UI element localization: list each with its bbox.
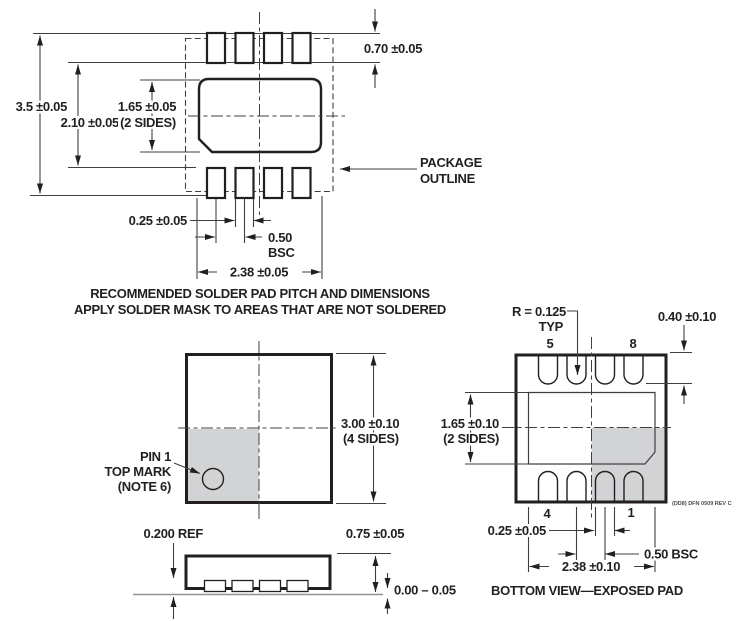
dim-standoff-label: 0.00 – 0.05 xyxy=(394,583,456,598)
pin xyxy=(594,470,616,504)
solder-pad xyxy=(262,166,284,200)
pin1-label-1: PIN 1 xyxy=(140,449,171,464)
caption-line-2: APPLY SOLDER MASK TO AREAS THAT ARE NOT … xyxy=(74,302,446,317)
solder-pad xyxy=(205,166,227,200)
dim-span-label: 2.38 ±0.05 xyxy=(230,265,288,280)
pin1-quadrant-shading xyxy=(591,427,668,504)
radius-typ-label: TYP xyxy=(539,319,564,334)
pin-5-label: 5 xyxy=(547,336,554,351)
solder-pad xyxy=(262,31,284,65)
lead-tab xyxy=(231,579,254,593)
pin1-label-2: TOP MARK xyxy=(105,464,172,479)
label-bg xyxy=(217,265,302,279)
dim-pad-width-label: 0.25 ±0.05 xyxy=(129,213,187,228)
pin xyxy=(537,470,559,504)
dim-epad-label: 1.65 ±0.10 xyxy=(441,416,499,431)
dim-body-label: 3.00 ±0.10 xyxy=(341,416,399,431)
pin1-quadrant-shading xyxy=(187,429,259,503)
pin xyxy=(566,353,587,385)
solder-pad xyxy=(291,166,312,200)
solder-pad xyxy=(205,31,227,65)
label-bg xyxy=(344,527,408,540)
caption-line-1: RECOMMENDED SOLDER PAD PITCH AND DIMENSI… xyxy=(90,286,430,301)
package-outline-callout-2: OUTLINE xyxy=(420,171,476,186)
bottom-view-caption: BOTTOM VIEW—EXPOSED PAD xyxy=(491,583,683,598)
dim-pin-length-label: 0.40 ±0.10 xyxy=(658,309,716,324)
dim-span-label: 2.38 ±0.10 xyxy=(562,559,620,574)
pin-4-label: 4 xyxy=(544,506,552,521)
pin-8-label: 8 xyxy=(630,336,637,351)
side-view: 0.200 REF 0.75 ±0.05 0.00 – 0.05 xyxy=(133,507,456,619)
label-bg xyxy=(341,432,403,446)
dim-pitch-label: 0.50 BSC xyxy=(644,547,699,562)
label-bg xyxy=(12,100,68,114)
top-view: PIN 1 TOP MARK (NOTE 6) 3.00 ±0.10 (4 SI… xyxy=(105,341,406,516)
pin xyxy=(566,470,587,504)
callout-arrow xyxy=(173,462,201,475)
top-pins xyxy=(537,353,644,385)
dim-pitch-unit-label: BSC xyxy=(268,245,295,260)
package-profile xyxy=(184,554,332,590)
pin xyxy=(623,470,644,504)
solder-pad-view: 3.5 ±0.05 2.10 ±0.05 1.65 ±0.05 (2 SIDES… xyxy=(12,9,483,317)
pin xyxy=(623,353,644,385)
label-bg xyxy=(429,432,500,446)
label-bg xyxy=(42,116,120,129)
solder-pad xyxy=(234,31,255,65)
package-outline-callout-1: PACKAGE xyxy=(420,155,483,170)
label-bg xyxy=(458,524,548,537)
radius-label: R = 0.125 xyxy=(512,304,566,319)
dim-height-label: 0.75 ±0.05 xyxy=(346,526,404,541)
label-bg xyxy=(118,116,180,129)
dim-pad-length-label: 0.70 ±0.05 xyxy=(364,41,422,56)
lead-tab xyxy=(286,579,309,593)
dim-lead-label: 0.200 REF xyxy=(144,526,204,541)
label-bg xyxy=(421,417,500,431)
pin1-label-3: (NOTE 6) xyxy=(118,479,171,494)
pin1-top-mark-circle xyxy=(201,467,225,491)
dim-overall-label: 3.5 ±0.05 xyxy=(16,99,67,114)
dim-body-note-label: (4 SIDES) xyxy=(343,431,399,446)
bottom-pins xyxy=(537,470,644,504)
solder-pad xyxy=(234,166,255,200)
label-bg xyxy=(549,560,634,573)
radius-leader-arrow xyxy=(567,310,581,375)
dim-pin-width-label: 0.25 ±0.05 xyxy=(488,523,546,538)
solder-pad xyxy=(291,31,312,65)
rev-note: (DD8) DFN 0509 REV C xyxy=(672,501,732,507)
exposed-pad xyxy=(527,391,656,465)
pin xyxy=(537,353,559,385)
pin-1-label: 1 xyxy=(628,505,635,520)
dim-center-pad-note-label: (2 SIDES) xyxy=(120,115,176,130)
label-bg xyxy=(116,100,178,114)
dim-epad-note-label: (2 SIDES) xyxy=(443,431,499,446)
dim-rows-label: 2.10 ±0.05 xyxy=(61,115,119,130)
bottom-view: R = 0.125 TYP 5 8 0.40 ±0.10 1.65 ±0.10 … xyxy=(421,304,732,598)
dim-pitch-label: 0.50 xyxy=(268,230,292,245)
label-bg xyxy=(642,547,716,561)
label-bg xyxy=(339,417,406,431)
lead-tab xyxy=(203,579,227,593)
dim-center-pad-label: 1.65 ±0.05 xyxy=(118,99,176,114)
solder-pads xyxy=(205,31,312,200)
pin xyxy=(594,353,616,385)
lead-tab xyxy=(258,579,282,593)
